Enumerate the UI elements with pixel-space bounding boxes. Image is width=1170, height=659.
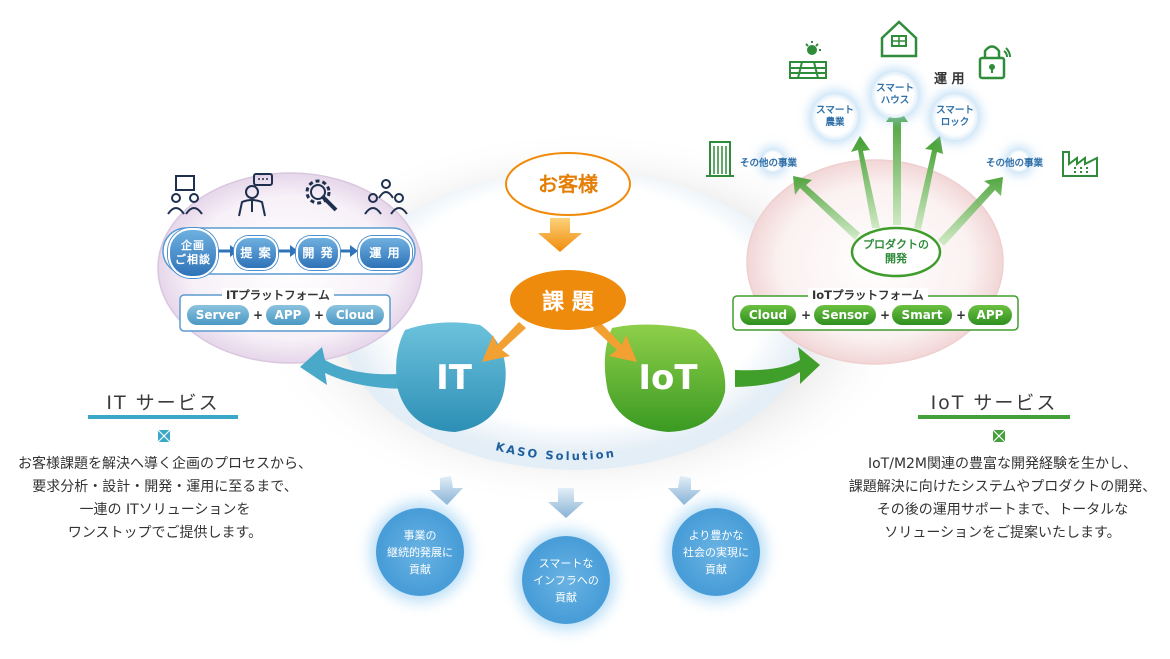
iot-platform-cloud: Cloud (740, 305, 796, 325)
iot-platform-sensor: Sensor (814, 305, 876, 325)
bullet-icon (157, 429, 171, 443)
goal-rich-society: より豊かな 社会の実現に 貢献 (672, 508, 760, 596)
other-business-right: その他の事業 (986, 158, 1044, 169)
gear-icon (305, 179, 338, 212)
iot-label: IoT (638, 358, 698, 398)
bullet-icon (992, 429, 1006, 443)
smart-lock-bubble: スマート ロック (932, 94, 978, 140)
goal-smart-infrastructure: スマートな インフラへの 貢献 (522, 536, 610, 624)
plus-sign: + (956, 308, 967, 322)
meeting-icon (167, 175, 203, 215)
step-operation: 運 用 (358, 236, 412, 270)
other-business-left: その他の事業 (740, 158, 798, 169)
smart-house-bubble: スマート ハウス (872, 72, 918, 118)
consultant-icon (238, 173, 273, 217)
it-platform-app: APP (266, 305, 310, 325)
iot-service-line: IoT/M2M関連の豊富な開発経験を生かし、 (867, 456, 1138, 472)
plus-sign: + (253, 308, 264, 322)
farm-icon (789, 41, 827, 79)
issue-label: 課 題 (542, 290, 594, 315)
team-icon (364, 179, 408, 215)
factory-icon (1062, 151, 1098, 177)
it-service-description: お客様課題を解決へ導く企画のプロセスから、 要求分析・設計・開発・運用に至るまで… (0, 453, 330, 545)
it-service-title: IT サービス (106, 392, 220, 414)
plus-sign: + (314, 308, 325, 322)
it-platform-title: ITプラットフォーム (222, 288, 334, 302)
iot-service-title: IoT サービス (930, 392, 1058, 414)
iot-service-line: ソリューションをご提案いたします。 (884, 525, 1121, 541)
it-platform-cloud: Cloud (326, 305, 384, 325)
it-service-line: 一連の ITソリューションを (79, 502, 251, 518)
iot-service-description: IoT/M2M関連の豊富な開発経験を生かし、 課題解決に向けたシステムやプロダク… (835, 453, 1170, 545)
iot-platform-title: IoTプラットフォーム (808, 288, 928, 302)
plus-sign: + (801, 308, 812, 322)
plus-sign: + (880, 308, 891, 322)
other-business-dot-right (1008, 150, 1030, 172)
step-development: 開 発 (296, 236, 340, 270)
it-service-line: お客様課題を解決へ導く企画のプロセスから、 (18, 456, 312, 472)
house-icon (880, 20, 918, 58)
step-planning: 企画 ご相談 (168, 228, 218, 278)
goal-business-development: 事業の 継続的発展に 貢献 (376, 508, 464, 596)
it-service-line: ワンストップでご提供します。 (67, 525, 263, 541)
step-proposal: 提 案 (234, 236, 278, 270)
customer-label: お客様 (538, 172, 598, 196)
product-development-label: プロダクトの 開発 (863, 238, 929, 265)
iot-platform-app: APP (968, 305, 1012, 325)
it-label: IT (436, 358, 472, 398)
other-business-dot-left (762, 150, 784, 172)
building-icon (706, 141, 734, 177)
lock-icon (978, 45, 1011, 80)
it-service-line: 要求分析・設計・開発・運用に至るまで、 (32, 479, 298, 495)
iot-service-line: その後の運用サポートまで、トータルな (876, 502, 1129, 518)
iot-service-line: 課題解決に向けたシステムやプロダクトの開発、 (848, 479, 1157, 495)
iot-platform-smart: Smart (892, 305, 952, 325)
operation-label: 運 用 (934, 72, 965, 87)
smart-agriculture-bubble: スマート 農業 (812, 94, 858, 140)
it-platform-server: Server (187, 305, 249, 325)
